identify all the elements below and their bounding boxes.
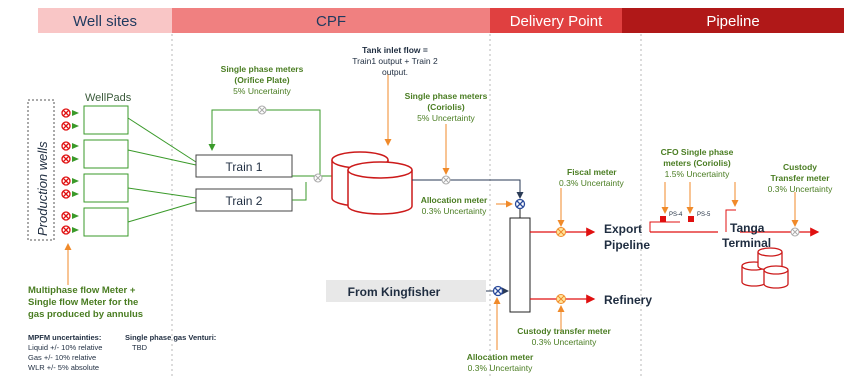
allocation-meter-2-uncertainty: 0.3% Uncertainty	[468, 363, 533, 373]
fiscal-meter-icon	[556, 227, 566, 237]
tank-inlet-2: Train1 output + Train 2	[352, 56, 438, 66]
well-meter-cross	[62, 142, 70, 150]
header-well-sites: Well sites	[73, 13, 137, 30]
orifice-title-1: Single phase meters	[221, 64, 304, 74]
production-wells-label: Production wells	[35, 141, 50, 236]
wellpad-box	[83, 105, 129, 135]
fiscal-meter-uncertainty: 0.3% Uncertainty	[559, 178, 624, 188]
wellpad-box	[83, 139, 129, 169]
coriolis-meter-icon	[441, 175, 451, 185]
flow-arrow-icon	[72, 191, 79, 197]
well-meter-cross	[62, 226, 70, 234]
venturi-value: TBD	[132, 343, 148, 352]
well-meter-cross	[62, 190, 70, 198]
allocation-meter-icon	[514, 198, 526, 210]
header-delivery-band	[490, 8, 622, 33]
wellpad-box	[83, 173, 129, 203]
header-pipeline-band	[622, 8, 844, 33]
refinery-label: Refinery	[604, 293, 652, 307]
custody-transfer-title: Custody transfer meter	[517, 326, 611, 336]
mpfm-gas: Gas +/- 10% relative	[28, 353, 96, 362]
coriolis-title-2: (Coriolis)	[427, 102, 464, 112]
multiphase-line-3: gas produced by annulus	[28, 309, 143, 320]
allocation-meter-1-title: Allocation meter	[421, 195, 488, 205]
cfo-title-1: CFO Single phase	[661, 147, 734, 157]
flow-arrow-icon	[72, 178, 79, 184]
orifice-meter-icon	[257, 105, 267, 115]
mpfm-title: MPFM uncertainties:	[28, 333, 101, 342]
orifice-uncertainty: 5% Uncertainty	[233, 86, 291, 96]
header-delivery-point: Delivery Point	[510, 13, 603, 30]
multiphase-line-1: Multiphase flow Meter +	[28, 285, 136, 296]
delivery-column	[509, 217, 531, 313]
kingfisher-allocation-meter-icon	[492, 285, 504, 297]
coriolis-title-1: Single phase meters	[405, 91, 488, 101]
mpfm-wlr: WLR +/- 5% absolute	[28, 363, 99, 372]
custody-meter-icon	[556, 294, 566, 304]
from-kingfisher-box	[326, 280, 486, 302]
allocation-meter-2-title: Allocation meter	[467, 352, 534, 362]
wellpad-boxes	[83, 105, 129, 237]
train-outlet-meter-icon	[313, 173, 323, 183]
ps5-station	[688, 216, 694, 222]
train-1-label: Train 1	[226, 160, 263, 174]
terminal-label: Terminal	[722, 236, 771, 250]
well-meter-cross	[62, 212, 70, 220]
tanga-label: Tanga	[730, 221, 765, 235]
venturi-title: Single phase gas Venturi:	[125, 333, 216, 342]
header-cpf-band	[172, 8, 490, 33]
cfo-title-2: meters (Coriolis)	[663, 158, 731, 168]
well-meter-cross	[62, 177, 70, 185]
well-meter-cross	[62, 155, 70, 163]
header: Well sites CPF Delivery Point Pipeline	[0, 0, 844, 34]
annotation-arrows	[64, 74, 799, 350]
header-cpf: CPF	[316, 13, 346, 30]
ps5-label: PS-5	[697, 212, 711, 218]
from-kingfisher-label: From Kingfisher	[348, 285, 441, 299]
header-pipeline: Pipeline	[706, 13, 759, 30]
tank-inlet-3: output.	[382, 67, 408, 77]
cfo-uncertainty: 1.5% Uncertainty	[665, 169, 730, 179]
coriolis-uncertainty: 5% Uncertainty	[417, 113, 475, 123]
pipeline-custody-title-1: Custody	[783, 162, 817, 172]
well-meter-cross	[62, 122, 70, 130]
flow-arrow-icon	[72, 227, 79, 233]
custody-transfer-uncertainty: 0.3% Uncertainty	[532, 337, 597, 347]
mpfm-liquid: Liquid +/- 10% relative	[28, 343, 102, 352]
wellpads-label: WellPads	[85, 92, 132, 104]
pipeline-custody-title-2: Transfer meter	[770, 173, 830, 183]
pipeline-custody-uncertainty: 0.3% Uncertainty	[768, 184, 833, 194]
storage-tanks-icon	[331, 151, 413, 215]
flow-arrow-icon	[72, 143, 79, 149]
tanga-terminal-tanks-icon	[741, 247, 789, 289]
flow-arrow-icon	[72, 123, 79, 129]
tanga-custody-meter-icon	[790, 227, 800, 237]
fiscal-meter-title: Fiscal meter	[567, 167, 617, 177]
flow-arrow-icon	[72, 156, 79, 162]
wellpad-meters	[61, 108, 79, 235]
flow-arrow-icon	[72, 213, 79, 219]
multiphase-line-2: Single flow Meter for the	[28, 297, 138, 308]
allocation-meter-1-uncertainty: 0.3% Uncertainty	[422, 206, 487, 216]
orifice-title-2: (Orifice Plate)	[234, 75, 289, 85]
well-meter-cross	[62, 109, 70, 117]
ps4-label: PS-4	[669, 212, 683, 218]
wellpad-lines	[127, 117, 197, 223]
production-wells-box	[27, 99, 55, 241]
wellpad-box	[83, 207, 129, 237]
tank-inlet-1: Tank inlet flow =	[362, 45, 428, 55]
export-label-1: Export	[604, 222, 642, 236]
train-2-label: Train 2	[226, 194, 263, 208]
header-well-sites-band	[38, 8, 172, 33]
flow-arrow-icon	[72, 110, 79, 116]
ps4-station	[660, 216, 666, 222]
export-label-2: Pipeline	[604, 238, 650, 252]
train-1-box	[195, 154, 293, 178]
